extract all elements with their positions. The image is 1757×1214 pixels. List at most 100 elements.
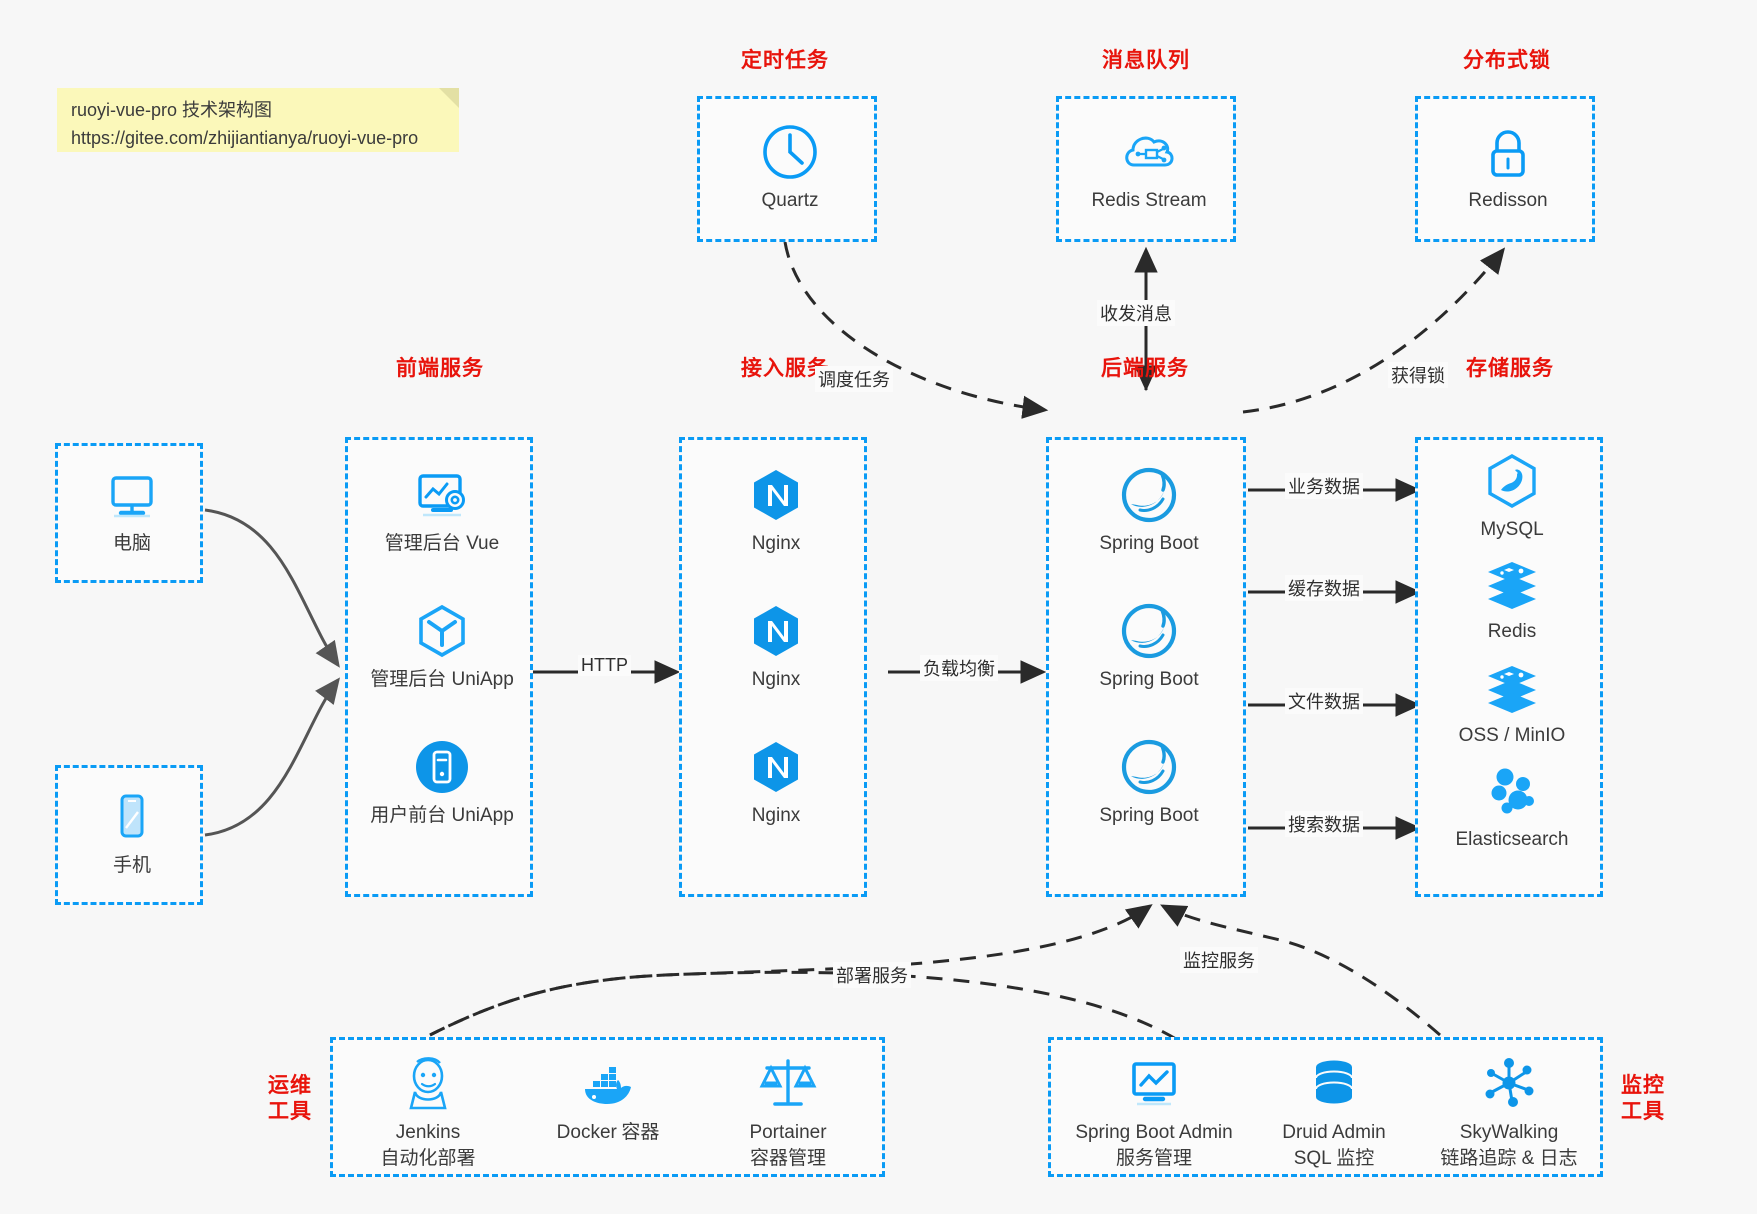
- group-title-backend: 后端服务: [1101, 357, 1189, 380]
- spring-boot-icon: [1118, 600, 1180, 662]
- group-title-frontend: 前端服务: [396, 357, 484, 380]
- note-url: https://gitee.com/zhijiantianya/ruoyi-vu…: [71, 127, 419, 148]
- node-sublabel: 容器: [621, 1122, 660, 1143]
- node-label: 管理后台 UniApp: [370, 669, 514, 690]
- node-druid-admin[interactable]: Druid Admin SQL 监控: [1249, 1052, 1419, 1171]
- group-title-devops: 运维 工具: [255, 1073, 325, 1126]
- node-sublabel: SQL 监控: [1293, 1147, 1375, 1169]
- padlock-icon: [1477, 121, 1539, 183]
- node-label: Nginx: [751, 669, 801, 690]
- node-spring-boot-1[interactable]: Spring Boot: [1074, 464, 1224, 557]
- node-label: Quartz: [761, 190, 819, 211]
- node-elasticsearch[interactable]: Elasticsearch: [1437, 760, 1587, 853]
- edge-label-business-data: 业务数据: [1285, 473, 1363, 499]
- group-box-monitor: Spring Boot Admin 服务管理 Druid Admin SQL 监…: [1048, 1037, 1603, 1177]
- edge-label-deploy-service: 部署服务: [833, 962, 911, 988]
- edge-label-acquire-lock: 获得锁: [1388, 362, 1448, 388]
- node-label: Redis Stream: [1091, 190, 1207, 211]
- node-label: 手机: [112, 855, 151, 876]
- node-client-phone[interactable]: 手机: [57, 786, 207, 879]
- group-box-storage: MySQL Redis: [1415, 437, 1603, 897]
- group-box-client-pc: 电脑: [55, 443, 203, 583]
- node-label: Jenkins: [395, 1122, 461, 1143]
- node-nginx-1[interactable]: Nginx: [701, 464, 851, 557]
- monitor-chart-icon: [1123, 1052, 1185, 1114]
- redis-stack-icon: [1481, 552, 1543, 614]
- node-skywalking[interactable]: SkyWalking 链路追踪 & 日志: [1419, 1052, 1599, 1171]
- group-title-monitor: 监控 工具: [1608, 1073, 1678, 1126]
- node-label: Portainer: [749, 1122, 827, 1143]
- spring-boot-icon: [1118, 736, 1180, 798]
- node-oss-minio[interactable]: OSS / MinIO: [1437, 656, 1587, 749]
- nginx-icon: [745, 600, 807, 662]
- node-redis[interactable]: Redis: [1437, 552, 1587, 645]
- jenkins-butler-icon: [397, 1052, 459, 1114]
- node-nginx-3[interactable]: Nginx: [701, 736, 851, 829]
- group-box-message-queue: Redis Stream: [1056, 96, 1236, 242]
- group-title-scheduled-task: 定时任务: [741, 49, 829, 72]
- node-label: Druid Admin: [1282, 1122, 1386, 1143]
- edge-label-schedule-task: 调度任务: [815, 366, 893, 392]
- node-label: Spring Boot Admin: [1075, 1122, 1233, 1143]
- node-mysql[interactable]: MySQL: [1437, 450, 1587, 543]
- node-label: SkyWalking: [1459, 1122, 1559, 1143]
- node-admin-vue[interactable]: 管理后台 Vue: [367, 464, 517, 557]
- group-title-distributed-lock: 分布式锁: [1463, 49, 1551, 72]
- node-redisson[interactable]: Redisson: [1433, 121, 1583, 214]
- group-title-gateway: 接入服务: [741, 357, 829, 380]
- node-label: Nginx: [751, 805, 801, 826]
- spring-boot-icon: [1118, 464, 1180, 526]
- mobile-app-icon: [411, 736, 473, 798]
- object-storage-icon: [1481, 656, 1543, 718]
- mysql-dolphin-icon: [1481, 450, 1543, 512]
- database-cylinder-icon: [1303, 1052, 1365, 1114]
- docker-whale-icon: [577, 1052, 639, 1114]
- node-client-pc[interactable]: 电脑: [57, 464, 207, 557]
- node-label: Spring Boot: [1099, 805, 1199, 826]
- group-box-backend: Spring Boot Spring Boot: [1046, 437, 1246, 897]
- node-redis-stream[interactable]: Redis Stream: [1074, 121, 1224, 214]
- sticky-note: ruoyi-vue-pro 技术架构图 https://gitee.com/zh…: [57, 88, 459, 152]
- nginx-icon: [745, 736, 807, 798]
- node-spring-boot-3[interactable]: Spring Boot: [1074, 736, 1224, 829]
- smartphone-icon: [101, 786, 163, 848]
- group-box-frontend: 管理后台 Vue 管理后台 UniApp 用户前台: [345, 437, 533, 897]
- elasticsearch-icon: [1481, 760, 1543, 822]
- node-spring-boot-admin[interactable]: Spring Boot Admin 服务管理: [1059, 1052, 1249, 1171]
- group-box-scheduled-task: Quartz: [697, 96, 877, 242]
- node-label: 管理后台 Vue: [384, 533, 500, 554]
- nginx-icon: [745, 464, 807, 526]
- group-box-devops: Jenkins 自动化部署 Docker 容器: [330, 1037, 885, 1177]
- group-box-gateway: Nginx Nginx Nginx: [679, 437, 867, 897]
- node-sublabel: 自动化部署: [380, 1147, 476, 1169]
- node-portainer[interactable]: Portainer 容器管理: [713, 1052, 863, 1171]
- node-label: Spring Boot: [1099, 533, 1199, 554]
- group-box-client-phone: 手机: [55, 765, 203, 905]
- edge-label-search-data: 搜索数据: [1285, 811, 1363, 837]
- dashboard-gear-icon: [411, 464, 473, 526]
- node-sublabel: 容器管理: [749, 1147, 826, 1169]
- node-label: OSS / MinIO: [1458, 725, 1566, 746]
- desktop-monitor-icon: [101, 464, 163, 526]
- edge-label-send-receive-message: 收发消息: [1097, 300, 1175, 326]
- node-spring-boot-2[interactable]: Spring Boot: [1074, 600, 1224, 693]
- node-quartz[interactable]: Quartz: [715, 121, 865, 214]
- node-user-uniapp[interactable]: 用户前台 UniApp: [367, 736, 517, 829]
- node-jenkins[interactable]: Jenkins 自动化部署: [353, 1052, 503, 1171]
- node-label: Redisson: [1468, 190, 1548, 211]
- node-label: Spring Boot: [1099, 669, 1199, 690]
- group-title-storage: 存储服务: [1466, 357, 1554, 380]
- node-label: 用户前台 UniApp: [370, 805, 514, 826]
- group-title-message-queue: 消息队列: [1102, 49, 1190, 72]
- edge-label-monitor-service: 监控服务: [1180, 947, 1258, 973]
- node-docker[interactable]: Docker 容器: [533, 1052, 683, 1146]
- node-sublabel: 链路追踪 & 日志: [1440, 1147, 1578, 1169]
- edge-label-http: HTTP: [578, 655, 631, 676]
- edge-label-cache-data: 缓存数据: [1285, 575, 1363, 601]
- node-admin-uniapp[interactable]: 管理后台 UniApp: [367, 600, 517, 693]
- node-nginx-2[interactable]: Nginx: [701, 600, 851, 693]
- note-title: ruoyi-vue-pro 技术架构图: [71, 100, 273, 120]
- group-title-monitor-line1: 监控: [1621, 1074, 1665, 1097]
- group-title-monitor-line2: 工具: [1621, 1100, 1665, 1124]
